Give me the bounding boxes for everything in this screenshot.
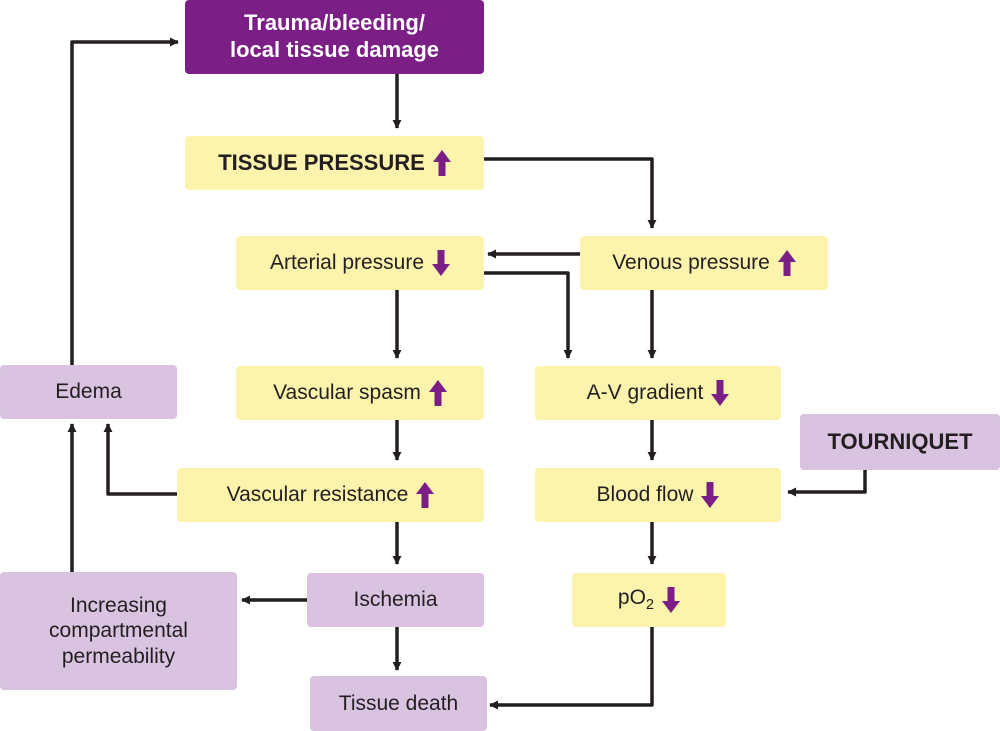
po2-label: pO2 (617, 585, 655, 614)
permeability-node: Increasing compartmental permeability (0, 572, 237, 690)
down-arrow-icon (711, 380, 730, 406)
venous-pressure-node: Venous pressure (580, 236, 828, 290)
tourniquet-node: TOURNIQUET (800, 414, 1000, 470)
tissue-death-node: Tissue death (310, 676, 487, 731)
up-arrow-icon (432, 150, 451, 176)
down-arrow-icon (701, 482, 720, 508)
up-arrow-icon (428, 380, 447, 406)
vascular-spasm-node: Vascular spasm (236, 366, 484, 420)
arterial-pressure-node: Arterial pressure (236, 236, 484, 290)
tissue-pressure-label: TISSUE PRESSURE (218, 149, 425, 175)
vascular-spasm-label: Vascular spasm (273, 381, 421, 405)
tissue-pressure-node: TISSUE PRESSURE (185, 136, 484, 190)
arrow-tissue-pressure-to-venous-pressure (484, 157, 657, 229)
arrow-tourniquet-to-blood-flow (787, 470, 867, 497)
vascular-resistance-node: Vascular resistance (177, 468, 484, 522)
up-arrow-icon (777, 250, 796, 276)
av-gradient-label: A-V gradient (586, 381, 704, 405)
edema-node: Edema (0, 365, 177, 419)
down-arrow-icon (432, 250, 451, 276)
blood-flow-label: Blood flow (596, 483, 694, 507)
arrow-po2-to-tissue-death (489, 627, 654, 710)
arrow-edema-to-trauma (70, 37, 179, 365)
up-arrow-icon (416, 482, 435, 508)
av-gradient-node: A-V gradient (535, 366, 781, 420)
venous-pressure-label: Venous pressure (612, 251, 770, 275)
arrow-resistance-to-edema (103, 423, 177, 496)
down-arrow-icon (662, 587, 681, 613)
trauma-node: Trauma/bleeding/ local tissue damage (185, 0, 484, 74)
po2-node: pO2 (572, 573, 726, 627)
vascular-resistance-label: Vascular resistance (226, 483, 409, 507)
arterial-pressure-label: Arterial pressure (269, 251, 425, 275)
blood-flow-node: Blood flow (535, 468, 781, 522)
arrow-arterial-pressure-to-av-gradient (484, 271, 573, 359)
ischemia-node: Ischemia (307, 573, 484, 627)
